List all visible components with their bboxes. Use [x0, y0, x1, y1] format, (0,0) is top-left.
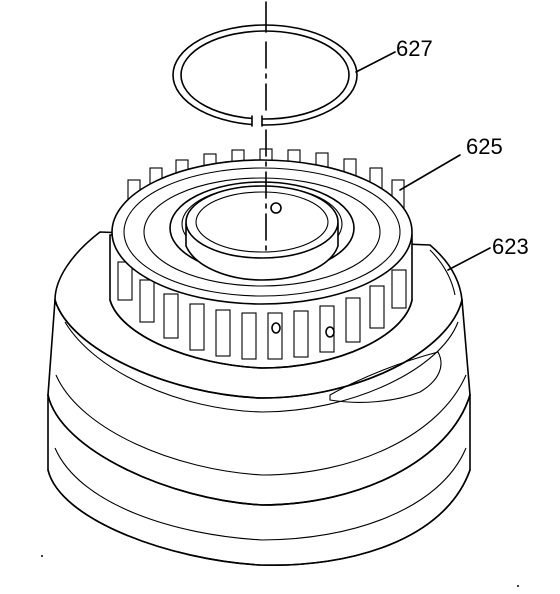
- callout-627: 627: [396, 36, 433, 61]
- callout-625: 625: [466, 134, 503, 159]
- snap-ring: [172, 24, 358, 127]
- callout-623: 623: [492, 234, 529, 259]
- leader-lines: [355, 51, 491, 271]
- sun-gear-shell: [109, 148, 413, 369]
